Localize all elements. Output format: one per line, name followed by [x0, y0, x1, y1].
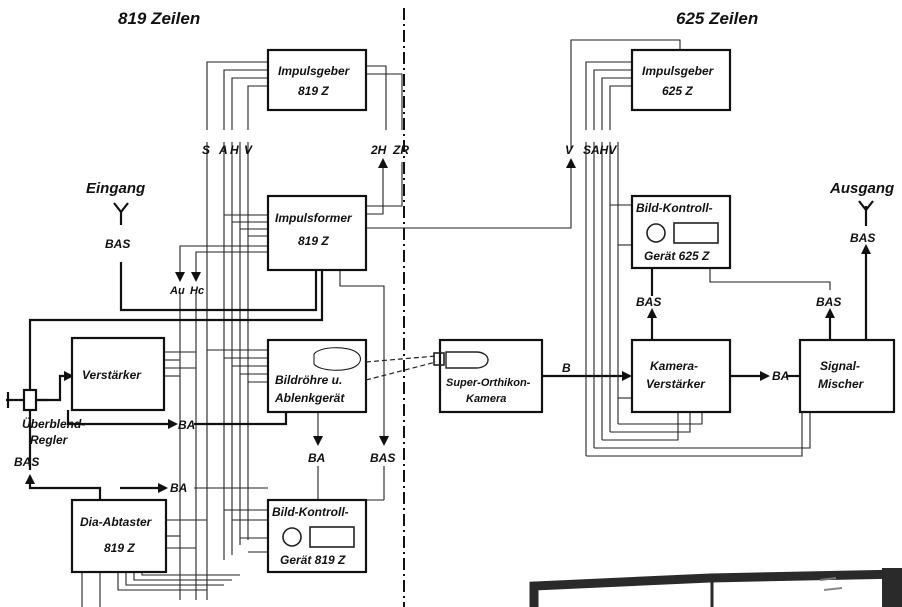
regler-label-line2: Regler [30, 433, 69, 447]
label-sahv: SAHV [583, 143, 617, 157]
signal-mischer-sub: Mischer [818, 377, 865, 391]
impulsformer-819-block: Impulsformer 819 Z [268, 196, 366, 270]
signal-mischer-title: Signal- [820, 359, 860, 373]
bild-kontroll-625-sub: Gerät 625 Z [644, 249, 710, 263]
label-a: A [218, 143, 228, 157]
super-orthikon-title: Super-Orthikon- [446, 377, 531, 389]
input-label: Eingang [86, 180, 145, 197]
label-ba-verstaerker: BA [178, 418, 195, 432]
label-zr: ZR [392, 143, 409, 157]
optical-path [366, 356, 436, 380]
impulsgeber-819-block: Impulsgeber 819 Z [268, 50, 366, 110]
label-au: Au [169, 285, 185, 297]
label-s: S [202, 143, 210, 157]
impulsformer-819-title: Impulsformer [275, 211, 353, 225]
impulsgeber-625-block: Impulsgeber 625 Z [632, 50, 730, 110]
label-hc: Hc [190, 285, 204, 297]
bildroehre-title: Bildröhre u. [275, 373, 342, 387]
header-625-lines: 625 Zeilen [676, 9, 758, 28]
dia-abtaster-title: Dia-Abtaster [80, 515, 153, 529]
label-bas-mischer: BAS [816, 295, 841, 309]
verstaerker-block: Verstärker [72, 338, 164, 410]
label-ba-bildroehre: BA [308, 451, 325, 465]
bild-kontroll-819-block: Bild-Kontroll- Gerät 819 Z [268, 500, 366, 572]
impulsgeber-625-title: Impulsgeber [642, 64, 715, 78]
verstaerker-title: Verstärker [82, 368, 142, 382]
super-orthikon-sub: Kamera [466, 393, 506, 405]
kamera-verstaerker-title: Kamera- [650, 359, 698, 373]
label-2h: 2H [370, 143, 387, 157]
label-ba-right: BA [772, 369, 789, 383]
impulsformer-819-sub: 819 Z [298, 234, 329, 248]
bild-kontroll-625-title: Bild-Kontroll- [636, 201, 713, 215]
label-v-right: V [565, 143, 574, 157]
label-bas-kontroll-625: BAS [636, 295, 661, 309]
bild-kontroll-819-title: Bild-Kontroll- [272, 505, 349, 519]
label-v: V [244, 143, 253, 157]
regulator-knob [24, 390, 36, 410]
output-label: Ausgang [829, 180, 894, 197]
impulsgeber-625-sub: 625 Z [662, 84, 693, 98]
label-bas-impulsformer: BAS [370, 451, 395, 465]
bildroehre-block: Bildröhre u. Ablenkgerät [268, 340, 366, 412]
super-orthikon-block: Super-Orthikon- Kamera [434, 340, 542, 412]
impulsgeber-819-sub: 819 Z [298, 84, 329, 98]
output-bas-label: BAS [850, 231, 875, 245]
kamera-verstaerker-block: Kamera- Verstärker [632, 340, 730, 412]
bild-kontroll-625-block: Bild-Kontroll- Gerät 625 Z [632, 196, 730, 268]
dia-abtaster-block: Dia-Abtaster 819 Z [72, 500, 166, 572]
signal-mischer-block: Signal- Mischer [800, 340, 894, 412]
bild-kontroll-819-sub: Gerät 819 Z [280, 553, 346, 567]
dia-abtaster-sub: 819 Z [104, 541, 135, 555]
label-ba-dia: BA [170, 481, 187, 495]
input-terminal: Eingang BAS [86, 180, 145, 251]
label-h: H [230, 143, 239, 157]
label-b: B [562, 361, 571, 375]
header-819-lines: 819 Zeilen [118, 9, 200, 28]
label-bas-regler: BAS [14, 455, 39, 469]
kamera-verstaerker-sub: Verstärker [646, 377, 706, 391]
input-bas-label: BAS [105, 237, 130, 251]
regler-label-line1: Überblend- [22, 416, 85, 431]
bildroehre-sub: Ablenkgerät [274, 391, 345, 405]
impulsgeber-819-title: Impulsgeber [278, 64, 351, 78]
output-terminal: Ausgang BAS [829, 180, 894, 245]
photo-fragment [534, 568, 902, 607]
